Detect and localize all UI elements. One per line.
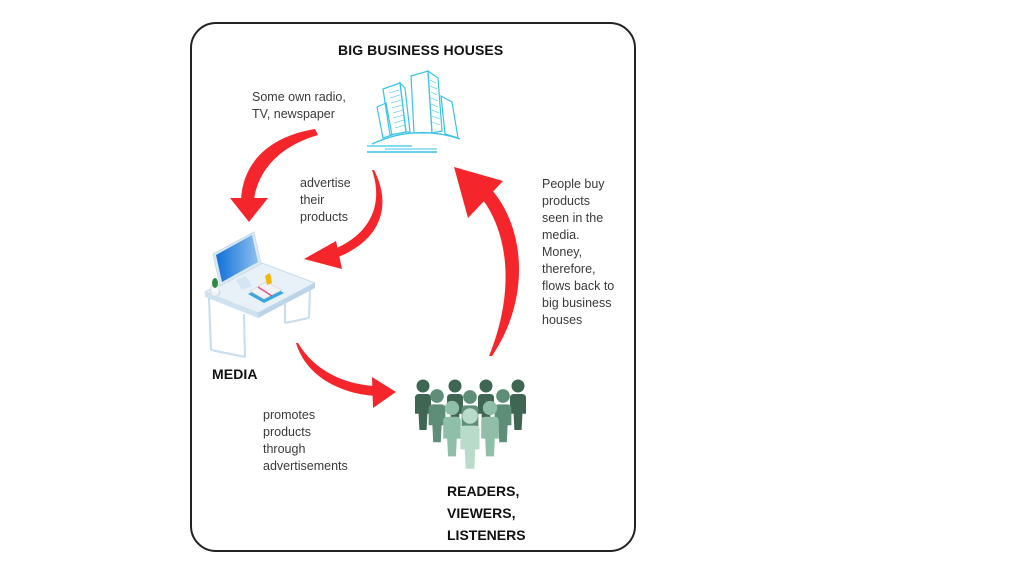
audience-title-line: READERS,: [447, 483, 520, 499]
edge-label-line: People buy: [542, 177, 605, 191]
person-body: [415, 394, 431, 430]
edge-label-promotes: promotes products through advertisements: [263, 407, 348, 475]
edge-label-line: products: [542, 194, 590, 208]
business-title: BIG BUSINESS HOUSES: [338, 42, 504, 58]
crowd-people-icon: [415, 379, 526, 469]
person-head: [430, 389, 444, 403]
edge-label-line: through: [263, 442, 306, 456]
media-title: MEDIA: [212, 366, 258, 382]
person-body: [481, 416, 499, 457]
person-head: [496, 389, 510, 403]
edge-label-line: advertise: [300, 176, 351, 190]
edge-label-line: promotes: [263, 408, 316, 422]
person-body: [443, 416, 461, 457]
arrow-money-flow: [454, 167, 520, 356]
person-body: [460, 425, 480, 469]
person-figure: [481, 400, 499, 457]
person-figure: [460, 408, 480, 469]
person-figure: [510, 379, 526, 430]
arrow-ownership: [230, 129, 318, 222]
edge-label-line: big business: [542, 296, 612, 310]
person-head: [416, 379, 430, 393]
edge-label-line: advertisements: [263, 459, 348, 473]
edge-label-ownership: Some own radio, TV, newspaper: [252, 89, 346, 123]
person-head: [463, 390, 477, 404]
arrow-advertise: [304, 170, 383, 269]
desk-computer-icon: [203, 231, 317, 358]
person-head: [444, 400, 460, 416]
city-buildings-icon: [367, 69, 461, 153]
person-body: [510, 394, 526, 430]
edge-label-money-flow: People buy products seen in the media. M…: [542, 176, 614, 329]
edge-label-line: products: [263, 425, 311, 439]
person-figure: [443, 400, 461, 457]
edge-label-line: flows back to: [542, 279, 615, 293]
audience-title-line: LISTENERS: [447, 527, 526, 543]
person-head: [479, 379, 493, 393]
edge-label-line: houses: [542, 313, 583, 327]
person-head: [482, 400, 498, 416]
arrow-promotes: [296, 343, 396, 408]
person-head: [448, 379, 462, 393]
edge-label-line: their: [300, 193, 325, 207]
edge-label-advertise: advertise their products: [300, 175, 351, 226]
person-head: [511, 379, 525, 393]
person-figure: [428, 389, 446, 443]
audience-title: READERS, VIEWERS, LISTENERS: [447, 480, 526, 546]
person-figure: [415, 379, 431, 430]
edge-label-line: therefore,: [542, 262, 596, 276]
person-body: [428, 404, 446, 443]
edge-label-line: media.: [542, 228, 580, 242]
audience-title-line: VIEWERS,: [447, 505, 516, 521]
edge-label-line: seen in the: [542, 211, 604, 225]
edge-label-line: Some own radio,: [252, 90, 346, 104]
edge-label-line: Money,: [542, 245, 583, 259]
edge-label-line: TV, newspaper: [252, 107, 335, 121]
edge-label-line: products: [300, 210, 348, 224]
person-head: [462, 408, 478, 424]
